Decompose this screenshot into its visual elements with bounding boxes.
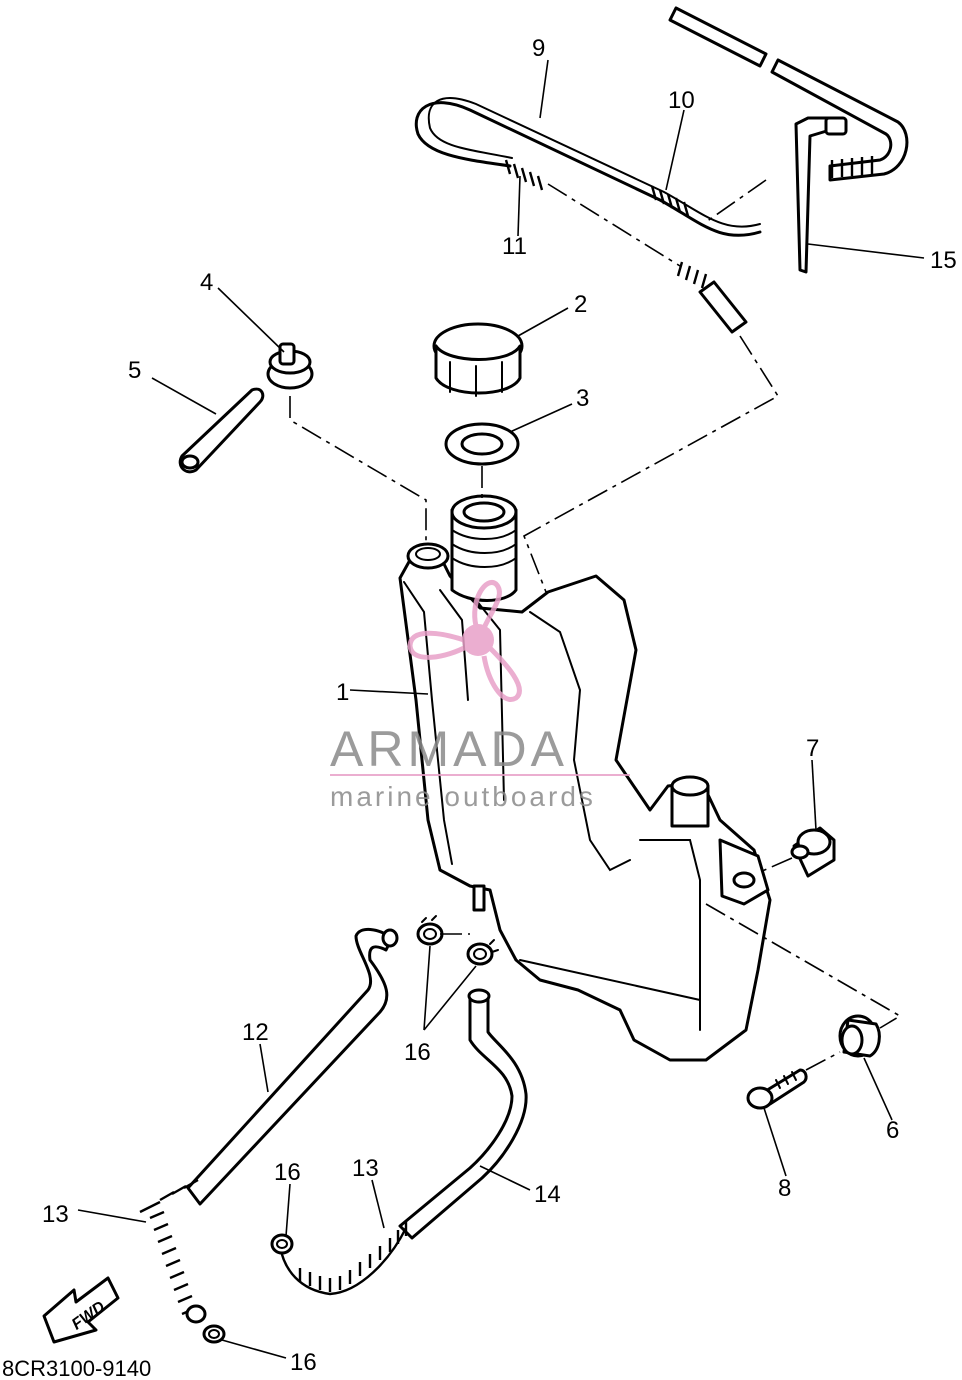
plug-4 xyxy=(266,342,314,390)
callout-9: 9 xyxy=(532,35,545,62)
drawing-code: 8CR3100-9140 xyxy=(2,1356,151,1380)
clip-15 xyxy=(794,116,848,274)
collar-7 xyxy=(790,826,836,878)
armada-propeller-logo xyxy=(407,580,522,702)
callouts: 1 2 3 4 5 6 7 8 9 10 11 12 13 13 14 15 1… xyxy=(42,35,957,1376)
callout-15: 15 xyxy=(930,247,957,274)
callout-4: 4 xyxy=(200,269,213,296)
grommet-6 xyxy=(838,1014,881,1058)
callout-1: 1 xyxy=(336,679,349,706)
callout-2: 2 xyxy=(574,291,587,318)
callout-16-middle: 16 xyxy=(274,1159,301,1186)
clamp-16-c xyxy=(270,1233,294,1255)
assembly-lines xyxy=(289,335,902,1071)
callout-6: 6 xyxy=(886,1117,899,1144)
hose-12 xyxy=(186,928,399,1206)
filler-neck xyxy=(450,494,518,602)
armada-watermark: ARMADA marine outboards xyxy=(330,580,630,812)
callout-11: 11 xyxy=(502,233,527,260)
tank-nozzle-right xyxy=(670,775,710,828)
callout-8: 8 xyxy=(778,1175,791,1202)
callout-5: 5 xyxy=(128,357,141,384)
tank-mount-ear xyxy=(718,838,770,906)
callout-12: 12 xyxy=(242,1019,269,1046)
clamp-16-d xyxy=(202,1324,226,1344)
bolt-8 xyxy=(746,1068,808,1110)
gasket-3 xyxy=(444,422,520,466)
spring-13-middle xyxy=(278,1222,408,1296)
hose-top-right xyxy=(668,6,909,223)
callout-16-center: 16 xyxy=(404,1039,431,1066)
pipe-5 xyxy=(178,387,265,474)
callout-14: 14 xyxy=(534,1181,561,1208)
hose-9 xyxy=(414,97,762,237)
tank-inlet-left xyxy=(406,542,450,570)
callout-16-bottom: 16 xyxy=(290,1349,317,1376)
callout-13-left: 13 xyxy=(42,1201,69,1228)
leader-lines xyxy=(77,59,925,1359)
hose-10 xyxy=(650,185,690,217)
filler-cap-2 xyxy=(432,322,524,397)
watermark-brand: ARMADA xyxy=(330,721,568,777)
spring-13-left xyxy=(139,1178,207,1324)
callout-7: 7 xyxy=(806,735,819,762)
callout-13-middle: 13 xyxy=(352,1155,379,1182)
watermark-tagline: marine outboards xyxy=(330,781,596,812)
tank-outlet xyxy=(472,884,486,912)
callout-3: 3 xyxy=(576,385,589,412)
watermark-underline xyxy=(330,774,630,776)
hose-14 xyxy=(398,988,528,1240)
clamp-16-b xyxy=(466,939,499,966)
fwd-arrow-icon: FWD xyxy=(42,1276,120,1344)
callout-10: 10 xyxy=(668,87,695,114)
hose-11 xyxy=(504,159,748,334)
clamp-16-a xyxy=(416,915,444,946)
